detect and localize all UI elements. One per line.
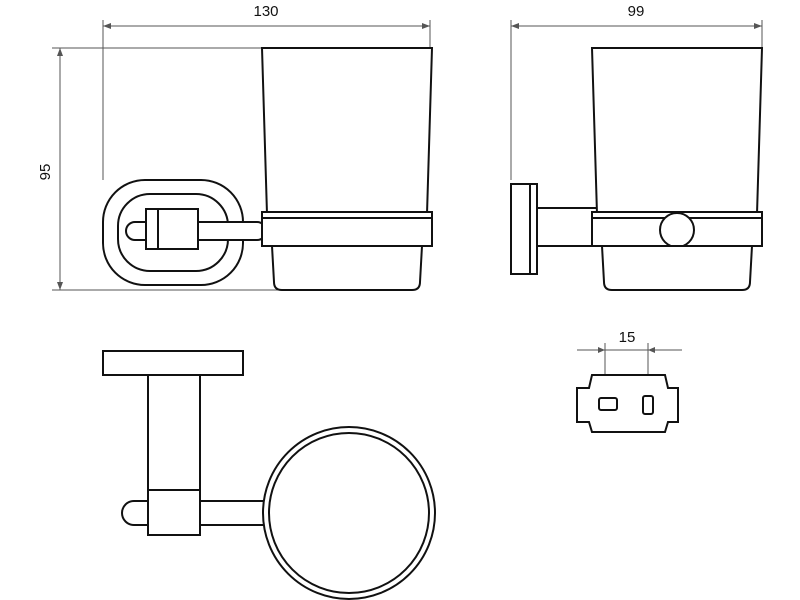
top-view (102, 350, 436, 600)
side-cup-bottom (600, 245, 754, 291)
mount-detail: 15 (576, 329, 682, 433)
side-width-dimension: 99 (510, 3, 763, 180)
mount-bracket (576, 374, 679, 433)
front-width-label: 130 (253, 3, 278, 20)
top-clamp (147, 489, 201, 536)
side-wall-plate (510, 183, 538, 275)
front-view: 130 95 (37, 3, 434, 291)
cup (260, 47, 434, 215)
mount-spacing-label: 15 (619, 329, 636, 346)
side-view: 99 (510, 3, 764, 291)
mount-slot-right (642, 395, 654, 415)
mount-spacing-dimension: 15 (577, 329, 682, 395)
front-width-dimension: 130 (102, 3, 431, 180)
top-ring-inner (268, 432, 430, 594)
side-joint (659, 212, 695, 248)
front-height-dimension: 95 (37, 47, 280, 291)
top-arm (121, 500, 283, 526)
mount-slot-left (598, 397, 618, 411)
cup-bottom (270, 245, 424, 291)
top-wall-plate (102, 350, 244, 376)
front-height-label: 95 (37, 164, 54, 181)
clamp-block (145, 208, 199, 250)
side-cup (590, 47, 764, 215)
side-width-label: 99 (628, 3, 645, 20)
